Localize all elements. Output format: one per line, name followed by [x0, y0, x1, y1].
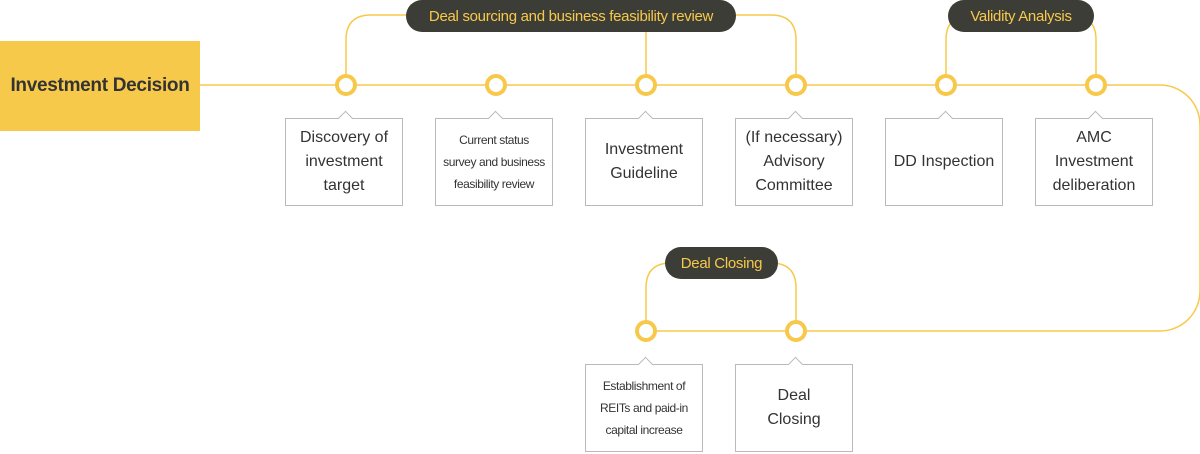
- step-node-current-status: [485, 74, 507, 96]
- step-box-discovery: Discovery of investment target: [285, 118, 403, 206]
- step-node-dd-inspection: [935, 74, 957, 96]
- step-node-discovery: [335, 74, 357, 96]
- step-box-dd-inspection: DD Inspection: [885, 118, 1003, 206]
- step-node-reits: [635, 320, 657, 342]
- step-node-amc: [1085, 74, 1107, 96]
- group-pill-validity-analysis: Validity Analysis: [948, 0, 1094, 32]
- step-box-reits: Establishment of REITs and paid-in capit…: [585, 364, 703, 452]
- step-box-advisory: (If necessary) Advisory Committee: [735, 118, 853, 206]
- step-box-amc: AMC Investment deliberation: [1035, 118, 1153, 206]
- step-node-advisory: [785, 74, 807, 96]
- step-node-guideline: [635, 74, 657, 96]
- step-node-deal-closing: [785, 320, 807, 342]
- step-box-deal-closing: Deal Closing: [735, 364, 853, 452]
- group-pill-deal-closing: Deal Closing: [665, 247, 778, 279]
- step-box-current-status: Current status survey and business feasi…: [435, 118, 553, 206]
- group-pill-deal-sourcing: Deal sourcing and business feasibility r…: [406, 0, 736, 32]
- investment-decision-title: Investment Decision: [0, 41, 200, 131]
- step-box-guideline: Investment Guideline: [585, 118, 703, 206]
- main-flow-line: [200, 84, 1200, 332]
